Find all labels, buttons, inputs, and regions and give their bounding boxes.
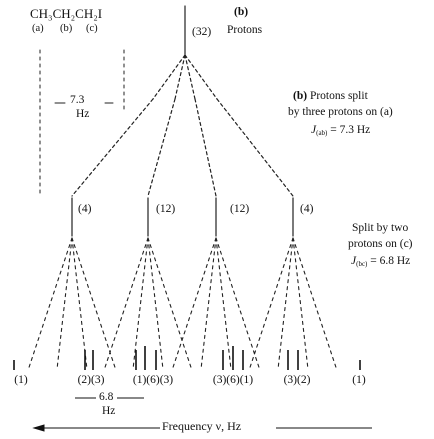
top-proton-word: Protons (227, 24, 263, 36)
stage1-lead-rest: Protons split (309, 90, 368, 102)
intensity-label-6: (1) (352, 374, 366, 386)
stage1-lead-letter: (b) (293, 90, 308, 102)
spacing-6-8-value: 6.8 (99, 391, 114, 403)
ext-line-3 (194, 98, 217, 197)
stage1-j-sub: (ab) (316, 129, 328, 137)
stage2-caption-line2: protons on (c) (348, 238, 413, 250)
atom-label-c: (c) (86, 23, 98, 34)
atom-label-a: (a) (32, 23, 44, 34)
stage2-count-4: (4) (300, 203, 314, 215)
ext-line-4 (216, 98, 294, 197)
split2-line-2-1 (104, 237, 149, 369)
split2-line-1-4 (71, 237, 116, 369)
split2-line-1-1 (28, 237, 73, 369)
split1-line-4 (184, 54, 218, 100)
spacing-7-3-value: 7.3 (70, 94, 85, 106)
split1-line-2 (174, 54, 186, 100)
split2-line-2-2 (132, 237, 149, 369)
split1-line-3 (184, 54, 196, 100)
split2-line-3-4 (215, 237, 260, 369)
split2-line-4-1 (249, 237, 294, 369)
stage1-j-symbol: J (311, 124, 317, 136)
stage2-count-2: (12) (156, 203, 176, 215)
spacing-7-3-unit: Hz (76, 108, 90, 120)
intensity-label-3: (1)(6)(3) (132, 374, 174, 386)
stage1-j-value: = 7.3 Hz (330, 124, 371, 136)
ext-line-1 (71, 98, 154, 197)
split2-line-1-2 (56, 237, 73, 369)
axis-arrowhead (32, 424, 45, 432)
stage2-count-3: (12) (230, 203, 250, 215)
frequency-axis-label: Frequency ν, Hz (162, 419, 242, 433)
stage2-j-sub: (bc) (356, 260, 368, 268)
stage2-j-value: = 6.8 Hz (370, 255, 411, 267)
atom-label-b: (b) (60, 23, 73, 34)
spacing-6-8-unit: Hz (102, 405, 116, 417)
formula: CH₃CH₂CH₂I (30, 6, 103, 21)
stage1-caption-line2: by three protons on (a) (288, 106, 393, 118)
split2-line-4-3 (292, 237, 309, 369)
split2-line-4-2 (277, 237, 294, 369)
split2-line-3-1 (172, 237, 217, 369)
stage1-coupling: J(ab) = 7.3 Hz (311, 124, 370, 137)
split2-line-2-4 (147, 237, 192, 369)
split2-line-1-3 (71, 237, 88, 369)
stage2-j-symbol: J (351, 255, 357, 267)
intensity-label-1: (1) (14, 374, 28, 386)
split2-line-3-3 (215, 237, 232, 369)
top-proton-count: (32) (192, 26, 212, 38)
split2-line-2-3 (147, 237, 164, 369)
stage1-caption-line1: (b) Protons split (293, 90, 368, 103)
top-proton-letter: (b) (234, 6, 249, 18)
stage2-caption-line1: Split by two (352, 222, 409, 234)
intensity-label-4: (3)(6)(1) (212, 374, 254, 386)
split2-line-3-2 (200, 237, 217, 369)
split1-line-1 (152, 54, 186, 100)
stage2-count-1: (4) (78, 203, 92, 215)
intensity-label-5: (3)(2) (283, 374, 311, 386)
intensity-label-2: (2)(3) (77, 374, 105, 386)
stage2-coupling: J(bc) = 6.8 Hz (351, 255, 410, 268)
ext-line-2 (147, 98, 176, 197)
split2-line-4-4 (292, 237, 337, 369)
